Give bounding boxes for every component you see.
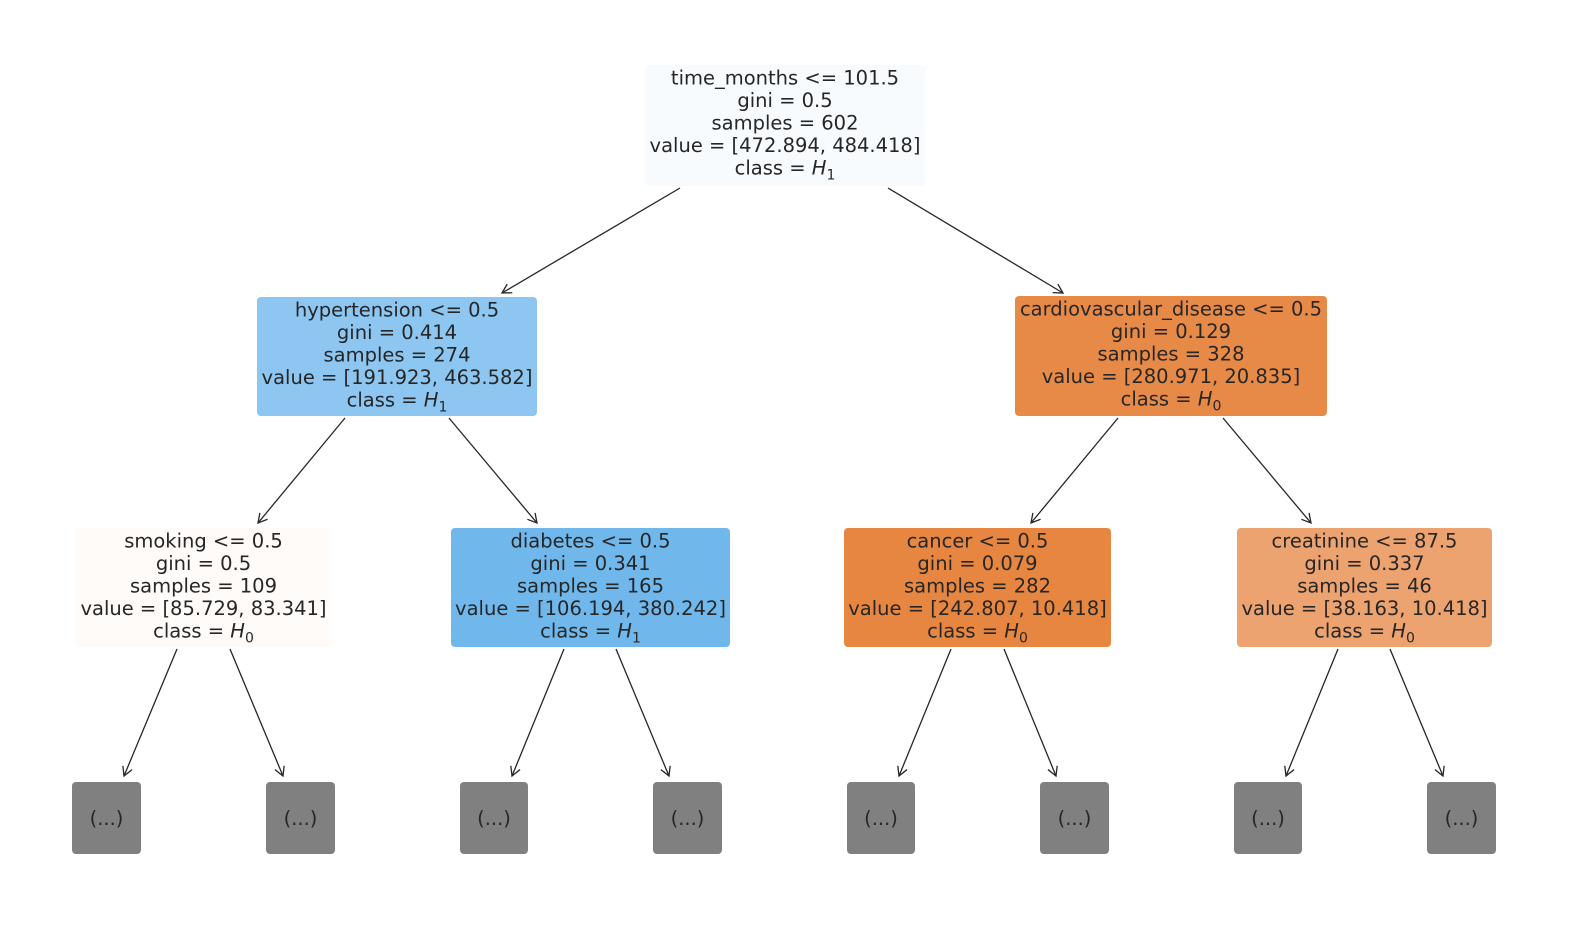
edges-layer: [122, 187, 1445, 778]
leaf-box: [847, 782, 915, 854]
edge-n_creat-to-leaf7: [1284, 648, 1339, 778]
node-split: cancer <= 0.5: [907, 530, 1049, 553]
node-class: class = H1: [735, 157, 836, 184]
node-split: cardiovascular_disease <= 0.5: [1020, 298, 1322, 321]
leaf-box: [1234, 782, 1302, 854]
node-samples: samples = 109: [130, 575, 277, 598]
edge-n_cancer-to-leaf5: [897, 648, 952, 778]
edge-n_hyper-to-n_diabetes: [448, 417, 538, 525]
leaf-label: (...): [671, 807, 705, 830]
leaves-layer: (...) (...) (...) (...) (...) (...) (...) (...): [72, 782, 1496, 854]
node-split: hypertension <= 0.5: [295, 299, 499, 322]
node-samples: samples = 46: [1297, 575, 1432, 598]
node-samples: samples = 282: [904, 575, 1051, 598]
truncated-leaf-leaf8: (...): [1427, 782, 1496, 854]
edge-n_smoking-to-leaf1: [122, 648, 178, 778]
truncated-leaf-leaf1: (...): [72, 782, 141, 854]
node-split: smoking <= 0.5: [124, 530, 283, 553]
node-class: class = H0: [927, 620, 1028, 647]
edge-n_cancer-to-leaf6: [1003, 648, 1058, 778]
node-gini: gini = 0.341: [530, 552, 650, 575]
edge-n_smoking-to-leaf2: [229, 648, 285, 778]
truncated-leaf-leaf7: (...): [1234, 782, 1302, 854]
node-gini: gini = 0.079: [917, 552, 1037, 575]
truncated-leaf-leaf2: (...): [266, 782, 335, 854]
node-class: class = H1: [540, 620, 641, 647]
node-box: [844, 528, 1111, 647]
truncated-leaf-leaf3: (...): [460, 782, 528, 854]
edge-root-to-n_cardio: [887, 187, 1065, 294]
node-box: [257, 297, 537, 416]
leaf-label: (...): [477, 807, 511, 830]
node-gini: gini = 0.414: [337, 321, 457, 344]
node-class: class = H0: [1121, 388, 1222, 415]
node-class: class = H1: [347, 389, 448, 416]
node-value: value = [85.729, 83.341]: [80, 597, 326, 620]
node-split: creatinine <= 87.5: [1272, 530, 1458, 553]
node-gini: gini = 0.5: [156, 552, 251, 575]
node-gini: gini = 0.5: [737, 89, 832, 112]
node-gini: gini = 0.129: [1111, 320, 1231, 343]
node-samples: samples = 602: [711, 112, 858, 135]
edge-n_diabetes-to-leaf4: [615, 648, 671, 778]
node-value: value = [280.971, 20.835]: [1042, 365, 1300, 388]
edge-root-to-n_hyper: [500, 187, 681, 294]
truncated-leaf-leaf5: (...): [847, 782, 915, 854]
node-box: [645, 65, 925, 186]
leaf-box: [266, 782, 335, 854]
node-class: class = H0: [1314, 620, 1415, 647]
node-samples: samples = 274: [323, 344, 470, 367]
node-value: value = [472.894, 484.418]: [650, 134, 921, 157]
edge-n_cardio-to-n_creat: [1222, 417, 1312, 525]
node-gini: gini = 0.337: [1304, 552, 1424, 575]
edge-n_creat-to-leaf8: [1389, 648, 1445, 778]
edge-n_hyper-to-n_smoking: [257, 417, 346, 525]
leaf-box: [460, 782, 528, 854]
leaf-label: (...): [90, 807, 124, 830]
node-class: class = H0: [153, 620, 254, 647]
leaf-label: (...): [284, 807, 318, 830]
node-split: diabetes <= 0.5: [510, 530, 670, 553]
node-split: time_months <= 101.5: [671, 67, 899, 90]
edge-n_cardio-to-n_cancer: [1030, 417, 1119, 525]
edge-n_diabetes-to-leaf3: [510, 648, 565, 778]
leaf-label: (...): [1251, 807, 1285, 830]
leaf-label: (...): [864, 807, 898, 830]
truncated-leaf-leaf6: (...): [1040, 782, 1109, 854]
leaf-box: [72, 782, 141, 854]
node-box: [1237, 528, 1492, 647]
node-samples: samples = 328: [1097, 343, 1244, 366]
node-samples: samples = 165: [517, 575, 664, 598]
node-value: value = [242.807, 10.418]: [848, 597, 1106, 620]
leaf-box: [1040, 782, 1109, 854]
leaf-label: (...): [1058, 807, 1092, 830]
node-value: value = [106.194, 380.242]: [455, 597, 726, 620]
truncated-leaf-leaf4: (...): [653, 782, 722, 854]
leaf-label: (...): [1445, 807, 1479, 830]
leaf-box: [653, 782, 722, 854]
node-box: [1015, 296, 1327, 416]
node-box: [75, 528, 332, 647]
node-value: value = [191.923, 463.582]: [262, 366, 533, 389]
node-box: [451, 528, 730, 647]
node-value: value = [38.163, 10.418]: [1241, 597, 1487, 620]
leaf-box: [1427, 782, 1496, 854]
